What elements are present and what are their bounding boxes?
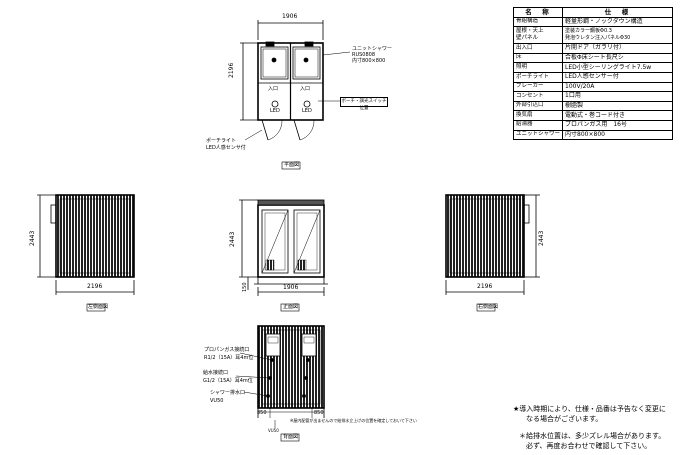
note-2b: 必ず、再度お合わせで確認して下さい。 [526,442,652,450]
back-gas-label: プロパンガス接続口 R1/2（15A）耳4m位 [204,347,254,361]
plan-porch-label: ポーチライト LED人感センサ付 [206,138,246,151]
back-dim-left: 850 [257,410,267,416]
plan-led-left: LED [270,108,280,114]
back-drain-label: シャワー排水口 VU50 [210,390,246,404]
spec-key: ユニットシャワー [512,129,564,141]
back-sub-dim: VU50 [268,428,279,433]
back-dim-right: 850 [314,410,324,416]
note-1: ★導入時期により、仕様・品番は予告なく変更に [513,405,666,413]
front-view [239,199,328,312]
plan-switch-label: ボーチ・調光スイッチ位置 [340,97,388,111]
plan-depth-dim: 2196 [228,62,235,78]
left-side-view [37,194,135,312]
left-view-label: 左側面図 [88,304,109,310]
spec-table: 名 称 仕 様 骨組構造軽量形鋼・ノックダウン構造 屋根・天上 壁パネル塗装カラ… [512,7,673,141]
right-height-dim: 2443 [538,230,545,246]
left-width-dim: 2196 [87,283,103,290]
plan-entry-right: 入口 [300,86,311,92]
back-view-label: 背面図 [283,434,299,440]
left-height-dim: 2443 [29,230,36,246]
right-view-label: 右側面図 [478,304,499,310]
front-view-label: 正面図 [283,304,299,310]
front-width-dim: 1906 [283,284,299,291]
back-water-label: 給水接続口 G1/2（15A）耳4m位 [203,370,253,384]
front-height-dim: 2443 [229,231,236,247]
table-row: ユニットシャワー内寸800×800 [512,129,673,141]
back-view [235,325,325,442]
right-width-dim: 2196 [477,283,493,290]
spec-value: 内寸800×800 [562,129,673,141]
right-side-view [445,194,540,312]
note-2: ＊給排水位置は、多少ズレル場合があります。 [519,432,666,440]
spec-value: 塗装カラー鋼板Φ0.3 発泡ウレタン注入パネルΦ30 [562,26,673,45]
back-center-note: ※屋内配管が出ませんので給排水立上げの位置を確定しておいて下さい [290,418,417,423]
plan-unit-label: ユニットシャワー RUS0808 内寸800×800 [352,46,393,64]
plan-entry-left: 入口 [268,86,279,92]
spec-key: 屋根・天上 壁パネル [512,26,564,45]
plan-led-right: LED [302,108,312,114]
plan-view [240,20,351,170]
plan-width-dim: 1906 [282,13,298,20]
plan-view-label: 平面図 [284,162,300,168]
table-row: 屋根・天上 壁パネル塗装カラー鋼板Φ0.3 発泡ウレタン注入パネルΦ30 [512,26,673,45]
front-base-dim: 150 [242,282,248,292]
note-1b: なる場合がございます。 [526,415,603,423]
